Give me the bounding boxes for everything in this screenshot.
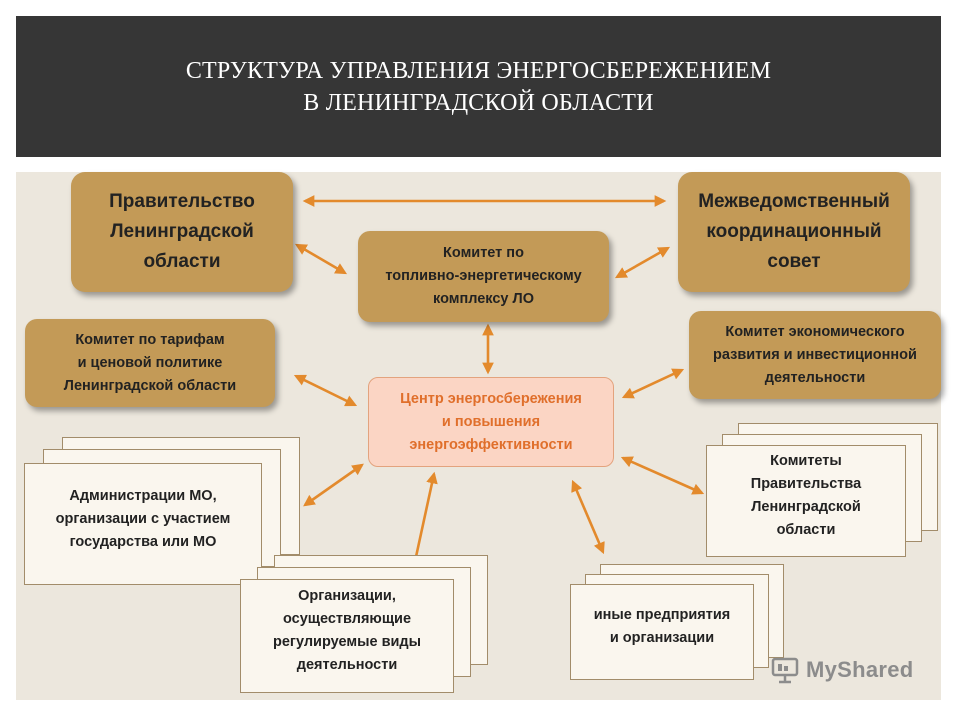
watermark-text: MyShared (806, 657, 914, 682)
regulated-orgs-doc-stack: Организации, осуществляющие регулируемые… (240, 555, 492, 693)
energy-saving-center-box: Центр энергосбережения и повышения энерг… (368, 377, 614, 467)
municipal-admin-box: Администрации МО, организации с участием… (24, 463, 262, 585)
municipal-admin-line-1: Администрации МО, (69, 487, 217, 504)
government-line-3: области (143, 251, 221, 272)
tariff-committee-box: Комитет по тарифам и ценовой политике Ле… (25, 319, 275, 407)
gov-committees-line-2: Правительства (750, 476, 862, 492)
other-enterprises-doc-stack: иные предприятия и организации (570, 564, 788, 682)
council-line-3: совет (767, 251, 821, 272)
tariff-committee-line-1: Комитет по тарифам (75, 331, 225, 348)
municipal-admin-line-3: государства или МО (69, 533, 217, 550)
gov-committees-line-3: Ленинградской (751, 499, 861, 515)
government-line-1: Правительство (109, 191, 255, 212)
slide-title-line-1: СТРУКТУРА УПРАВЛЕНИЯ ЭНЕРГОСБЕРЕЖЕНИЕМ (185, 57, 772, 84)
coordination-council-box: Межведомственный координационный совет (678, 172, 910, 292)
fuel-committee-line-1: Комитет по (443, 245, 524, 261)
government-line-2: Ленинградской (110, 221, 254, 242)
regulated-orgs-line-3: регулируемые виды (273, 634, 421, 650)
economy-committee-line-1: Комитет экономического (725, 323, 905, 340)
gov-committees-line-1: Комитеты (770, 453, 842, 469)
council-line-2: координационный (706, 221, 882, 242)
presentation-icon (771, 657, 799, 684)
center-line-1: Центр энергосбережения (400, 390, 582, 407)
regulated-orgs-line-2: осуществляющие (282, 611, 412, 627)
municipal-admin-doc-stack: Администрации МО, организации с участием… (24, 437, 304, 587)
gov-committees-doc-stack: Комитеты Правительства Ленинградской обл… (706, 423, 940, 557)
other-enterprises-line-2: и организации (609, 630, 715, 646)
fuel-committee-line-2: топливно-энергетическому (385, 268, 582, 284)
slide-title-bar: СТРУКТУРА УПРАВЛЕНИЯ ЭНЕРГОСБЕРЕЖЕНИЕМ В… (16, 16, 941, 157)
fuel-committee-line-3: комплексу ЛО (433, 291, 534, 307)
economy-committee-box: Комитет экономического развития и инвест… (689, 311, 941, 399)
tariff-committee-line-3: Ленинградской области (63, 377, 237, 394)
myshared-watermark: MyShared (770, 655, 914, 685)
regulated-orgs-line-4: деятельности (296, 657, 398, 673)
slide-title-line-2: В ЛЕНИНГРАДСКОЙ ОБЛАСТИ (303, 89, 654, 116)
gov-committees-box: Комитеты Правительства Ленинградской обл… (706, 445, 906, 557)
tariff-committee-line-2: и ценовой политике (77, 354, 223, 371)
gov-committees-line-4: области (776, 522, 836, 538)
regulated-orgs-line-1: Организации, (298, 588, 396, 604)
economy-committee-line-3: деятельности (764, 369, 866, 386)
council-line-1: Межведомственный (698, 191, 890, 212)
economy-committee-line-2: развития и инвестиционной (713, 346, 917, 363)
municipal-admin-line-2: организации с участием (55, 510, 231, 527)
regulated-orgs-box: Организации, осуществляющие регулируемые… (240, 579, 454, 693)
center-line-3: энергоэффективности (409, 436, 573, 453)
other-enterprises-line-1: иные предприятия (593, 607, 731, 623)
fuel-energy-committee-box: Комитет по топливно-энергетическому комп… (358, 231, 609, 322)
other-enterprises-box: иные предприятия и организации (570, 584, 754, 680)
government-box: Правительство Ленинградской области (71, 172, 293, 292)
center-line-2: и повышения (441, 413, 541, 430)
